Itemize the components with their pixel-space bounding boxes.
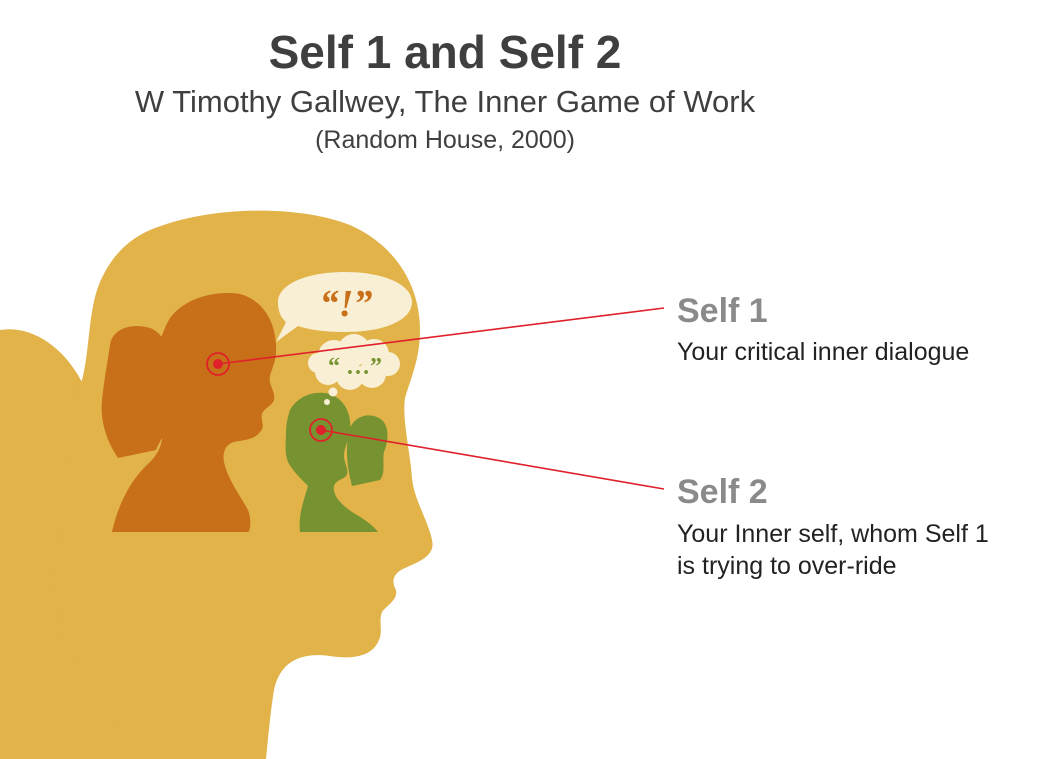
self1-front-silhouette <box>112 293 277 532</box>
self2-description: Your Inner self, whom Self 1 is trying t… <box>677 518 1037 582</box>
self1-target-marker <box>206 352 230 376</box>
page-title: Self 1 and Self 2 <box>268 26 622 78</box>
publisher-note: (Random House, 2000) <box>315 126 575 154</box>
self2-thought-text: “ …” <box>328 354 382 380</box>
self1-description: Your critical inner dialogue <box>677 338 970 366</box>
self2-back-silhouette <box>346 415 388 486</box>
self1-heading: Self 1 <box>677 292 768 330</box>
page-subtitle: W Timothy Gallwey, The Inner Game of Wor… <box>134 84 756 119</box>
back-head-silhouette <box>0 329 215 759</box>
self1-speech-text: “!” <box>320 283 373 325</box>
self2-heading: Self 2 <box>677 473 768 511</box>
self2-description-line2: is trying to over-ride <box>677 552 897 580</box>
self1-speech-bubble <box>276 272 412 342</box>
self2-description-line1: Your Inner self, whom Self 1 <box>677 520 989 548</box>
self2-front-silhouette <box>285 392 378 532</box>
self2-pointer-line <box>320 429 665 490</box>
self1-pointer-line <box>217 307 665 365</box>
self2-target-marker <box>309 418 333 442</box>
